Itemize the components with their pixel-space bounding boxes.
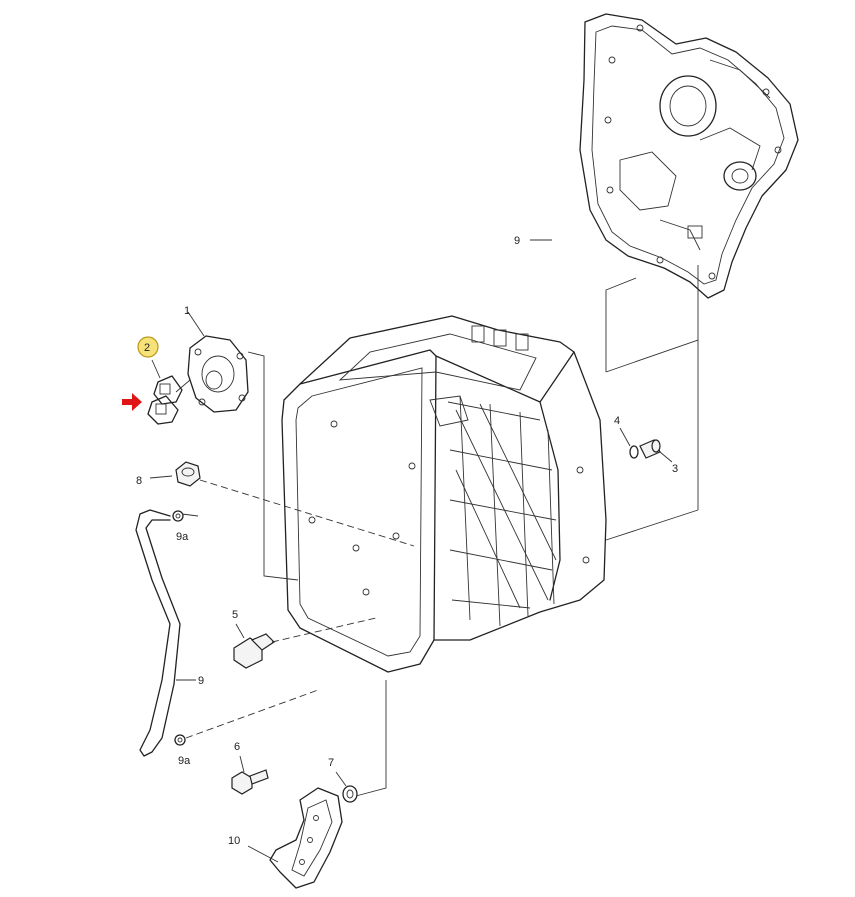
part-9a-seal-bottom[interactable] <box>174 734 186 746</box>
leader-line <box>239 755 245 773</box>
cover-alignment-line-2 <box>605 265 699 373</box>
transmission-housing <box>281 315 607 673</box>
label-part-3: 3 <box>672 463 678 475</box>
part-4-seal[interactable] <box>629 445 639 459</box>
label-part-9-cover: 9 <box>514 235 520 247</box>
red-arrow-icon <box>122 393 142 411</box>
leader-line <box>247 845 279 863</box>
label-part-5: 5 <box>232 609 238 621</box>
leader-line <box>187 311 205 337</box>
leader-line <box>619 427 631 447</box>
leader-line <box>235 623 245 639</box>
rear-cover-plate <box>579 13 799 299</box>
highlight-badge <box>137 336 159 358</box>
plug-dashed-line <box>199 479 415 547</box>
part-1-oil-pump[interactable] <box>187 335 249 413</box>
part-3-pin[interactable] <box>639 439 661 459</box>
seal-alignment-line <box>355 680 387 797</box>
cover-alignment-line <box>605 277 637 372</box>
pump-alignment-line <box>247 351 299 581</box>
leader-line <box>151 359 161 379</box>
label-part-1: 1 <box>184 305 190 317</box>
part-7-seal[interactable] <box>342 785 358 803</box>
pipe-dashed-line <box>185 689 319 739</box>
part-8-plug[interactable] <box>175 461 201 487</box>
sensor-dashed-line <box>271 617 377 643</box>
label-part-2: 2 <box>144 342 150 354</box>
label-part-9-pipe: 9 <box>198 675 204 687</box>
leader-line <box>149 475 173 479</box>
part-2-gaskets[interactable] <box>147 375 183 425</box>
part-9a-seal-top[interactable] <box>172 510 184 522</box>
label-part-7: 7 <box>328 757 334 769</box>
label-part-4: 4 <box>614 415 620 427</box>
leader-line <box>181 513 199 517</box>
part-5-sensor[interactable] <box>233 633 275 669</box>
part-9-pipe[interactable] <box>135 509 181 757</box>
leader-line <box>659 451 673 463</box>
label-part-6: 6 <box>234 741 240 753</box>
label-part-9a-top: 9a <box>176 531 189 543</box>
leader-line <box>335 771 347 787</box>
part-6-bolt[interactable] <box>231 769 269 795</box>
housing-right-line <box>605 509 699 541</box>
part-10-bracket[interactable] <box>269 787 343 889</box>
leader-line <box>175 379 191 393</box>
label-part-9a-bottom: 9a <box>178 755 191 767</box>
label-part-8: 8 <box>136 475 142 487</box>
label-part-10: 10 <box>228 835 240 847</box>
